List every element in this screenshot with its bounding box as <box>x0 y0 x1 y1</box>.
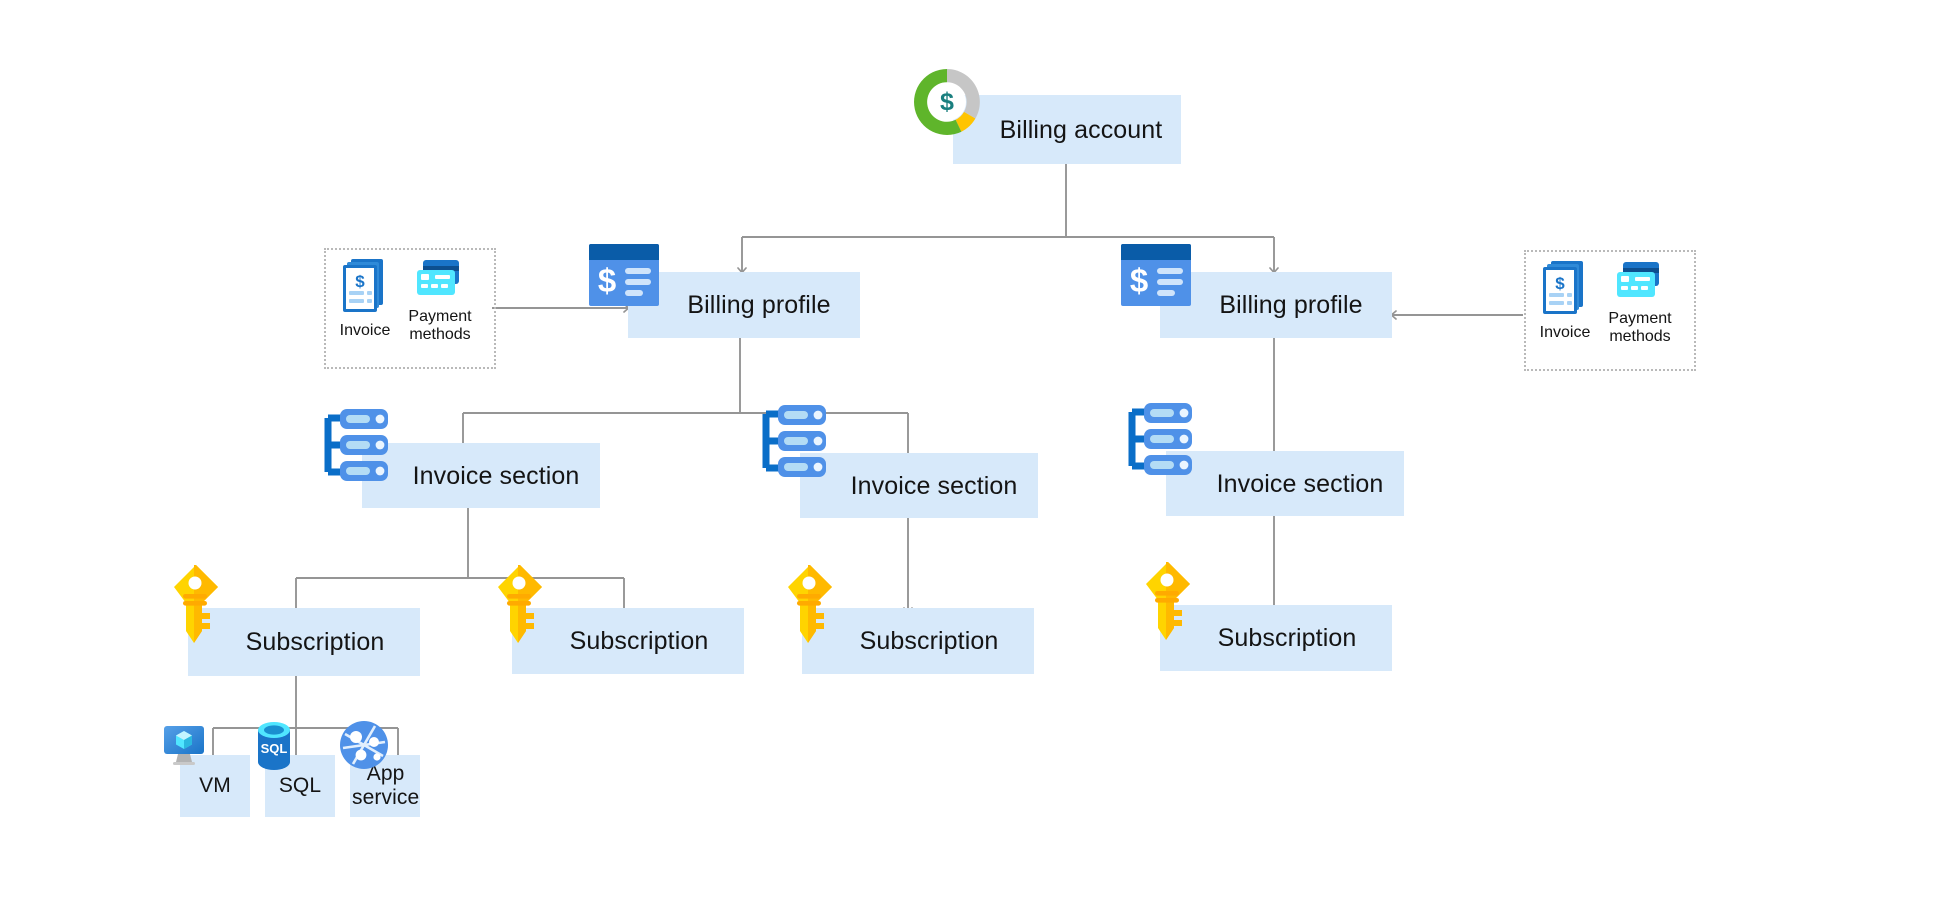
node-billing-account-label: Billing account <box>999 115 1163 144</box>
group-item-invoice-left-label: Invoice <box>339 321 391 339</box>
group-item-invoice-right[interactable]: $ Invoice <box>1536 260 1594 342</box>
node-invoice-section-1-label: Invoice section <box>412 461 580 490</box>
node-billing-profile-left-label: Billing profile <box>687 291 831 319</box>
node-subscription-4[interactable]: Subscription <box>1160 605 1392 671</box>
group-item-invoice-right-label: Invoice <box>1539 323 1591 341</box>
group-item-invoice-left[interactable]: $ Invoice <box>336 258 394 340</box>
node-billing-profile-left[interactable]: Billing profile <box>628 272 860 338</box>
payment-methods-card-icon <box>1604 260 1676 307</box>
group-item-payment-methods-left[interactable]: Payment methods <box>404 258 476 344</box>
node-billing-profile-right[interactable]: Billing profile <box>1160 272 1392 338</box>
node-subscription-1[interactable]: Subscription <box>188 608 420 676</box>
node-resource-app-service[interactable]: App service <box>350 755 420 817</box>
group-item-payment-methods-right-label: Payment methods <box>1608 309 1672 345</box>
node-invoice-section-3[interactable]: Invoice section <box>1166 451 1404 516</box>
node-billing-account[interactable]: Billing account <box>953 95 1181 164</box>
node-invoice-section-3-label: Invoice section <box>1216 469 1384 498</box>
node-invoice-section-2-label: Invoice section <box>850 471 1018 500</box>
svg-text:$: $ <box>355 272 365 291</box>
node-subscription-1-label: Subscription <box>245 628 385 656</box>
node-resource-sql[interactable]: SQL <box>265 755 335 817</box>
group-item-payment-methods-left-label: Payment methods <box>408 307 472 343</box>
node-subscription-2-label: Subscription <box>569 627 709 655</box>
group-box-right-billing-artifacts <box>1524 250 1696 371</box>
node-subscription-4-label: Subscription <box>1217 624 1357 652</box>
node-resource-vm[interactable]: VM <box>180 755 250 817</box>
node-subscription-2[interactable]: Subscription <box>512 608 744 674</box>
payment-methods-card-icon <box>404 258 476 305</box>
node-subscription-3-label: Subscription <box>859 627 999 655</box>
svg-text:$: $ <box>940 88 954 116</box>
node-resource-sql-label: SQL <box>278 774 322 798</box>
group-box-left-billing-artifacts <box>324 248 496 369</box>
group-item-payment-methods-right[interactable]: Payment methods <box>1604 260 1676 346</box>
svg-text:$: $ <box>1555 274 1565 293</box>
node-resource-app-service-label: App service <box>352 762 420 809</box>
svg-text:$: $ <box>1130 262 1148 299</box>
invoice-document-icon: $ <box>1536 260 1594 321</box>
node-resource-vm-label: VM <box>199 774 231 798</box>
node-invoice-section-1[interactable]: Invoice section <box>362 443 600 508</box>
node-invoice-section-2[interactable]: Invoice section <box>800 453 1038 518</box>
node-billing-profile-right-label: Billing profile <box>1219 291 1363 319</box>
svg-text:SQL: SQL <box>261 741 288 756</box>
svg-text:$: $ <box>598 262 616 299</box>
node-subscription-3[interactable]: Subscription <box>802 608 1034 674</box>
invoice-document-icon: $ <box>336 258 394 319</box>
